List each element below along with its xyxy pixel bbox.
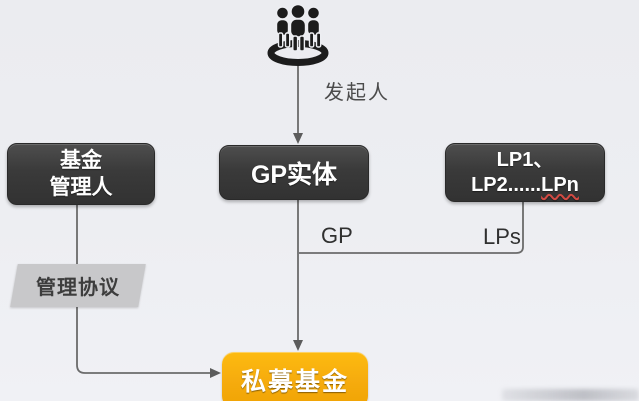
node-lp-line1: LP1、 xyxy=(496,148,554,171)
node-lp-line2-suffix: LPn xyxy=(541,173,579,196)
edge-label-gp: GP xyxy=(321,223,353,248)
arrowhead-right-icon xyxy=(210,368,221,378)
node-fund-manager-line1: 基金 xyxy=(60,149,102,172)
node-fund-manager: 基金 管理人 xyxy=(7,143,155,205)
node-lp-line2-prefix: LP2...... xyxy=(471,173,542,196)
edge-manager-to-fund xyxy=(76,203,210,374)
node-gp-entity: GP实体 xyxy=(219,145,369,200)
node-lp-list: LP1、 LP2......LPn xyxy=(445,143,605,202)
node-management-agreement-label: 管理协议 xyxy=(36,277,120,299)
node-private-fund-label: 私募基金 xyxy=(240,368,349,396)
node-gp-entity-label: GP实体 xyxy=(250,160,338,189)
node-lp-line2: LP2......LPn xyxy=(471,173,579,198)
watermark-smudge xyxy=(502,389,639,401)
people-group-icon xyxy=(266,2,330,66)
edge-lp-to-fund xyxy=(299,199,524,254)
sponsor-label: 发起人 xyxy=(324,82,390,104)
node-management-agreement: 管理协议 xyxy=(10,264,146,307)
arrowhead-down-icon xyxy=(293,340,303,351)
edge-label-lps: LPs xyxy=(483,224,521,249)
node-fund-manager-line2: 管理人 xyxy=(49,176,113,199)
arrowhead-down-icon xyxy=(293,133,303,144)
node-private-fund: 私募基金 xyxy=(222,352,368,401)
